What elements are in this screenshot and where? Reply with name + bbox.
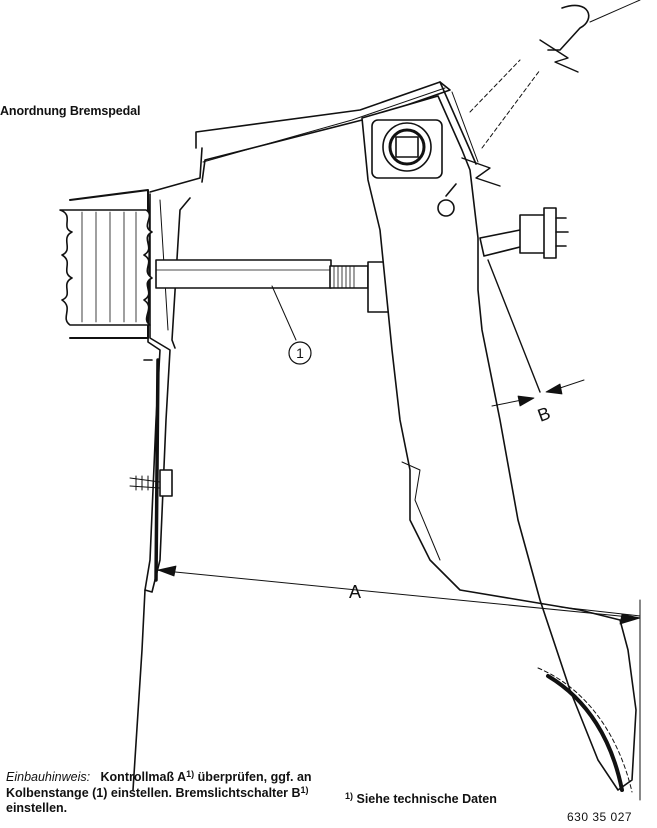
- bracket-bolt: [129, 469, 173, 497]
- booster-bellows: [59, 189, 153, 339]
- callout-1-circle: [288, 341, 312, 365]
- footnote-text: Siehe technische Daten: [356, 792, 497, 806]
- stop-light-switch: [461, 0, 641, 393]
- dimension-b-label: B: [535, 403, 553, 426]
- callout-1-label: 1: [296, 345, 304, 361]
- diagram-title: Anordnung Bremspedal: [0, 104, 141, 118]
- dimension-a-line: [154, 565, 641, 801]
- installation-note: Einbauhinweis: Kontrollmaß A1) überprüfe…: [6, 770, 336, 817]
- figure-code: 630 35 027: [567, 810, 633, 824]
- callout-1-leader: [271, 285, 297, 341]
- note-part3: einstellen.: [6, 801, 68, 815]
- brake-pedal-arm: [361, 95, 637, 793]
- dimension-b-arrows: [491, 379, 585, 407]
- footnote-mark: 1): [345, 791, 354, 801]
- note-part1: Kontrollmaß A: [100, 770, 187, 784]
- note-sup2: 1): [300, 784, 309, 795]
- note-part2: überprüfen, ggf. an Kolbenstange (1) ein…: [6, 770, 312, 800]
- note-prefix: Einbauhinweis:: [6, 770, 91, 784]
- note-sup1: 1): [186, 769, 195, 779]
- dimension-a-label: A: [349, 582, 361, 602]
- footnote: 1) Siehe technische Daten: [345, 791, 497, 807]
